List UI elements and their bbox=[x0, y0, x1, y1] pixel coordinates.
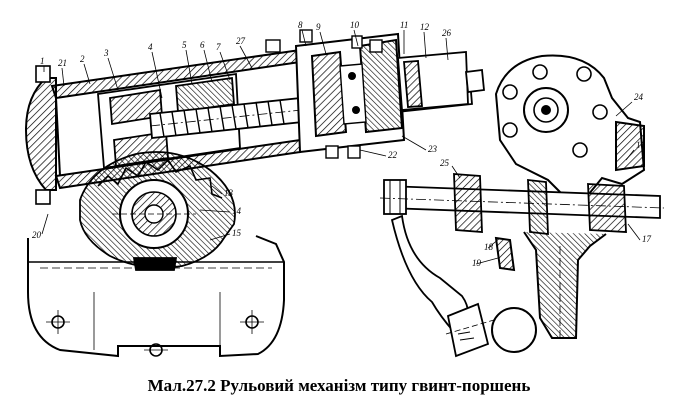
leader-lines bbox=[41, 29, 641, 265]
callout-5: 5 bbox=[182, 40, 187, 50]
callout-10: 10 bbox=[350, 20, 360, 30]
piston-nut bbox=[97, 72, 241, 170]
callout-6: 6 bbox=[200, 40, 205, 50]
callout-19: 19 bbox=[472, 258, 482, 268]
input-shaft bbox=[397, 51, 485, 111]
pitman-arm bbox=[390, 214, 537, 358]
callout-3: 3 bbox=[103, 48, 109, 58]
callout-2: 2 bbox=[80, 54, 85, 64]
callout-11: 11 bbox=[400, 20, 408, 30]
callout-1: 1 bbox=[40, 56, 45, 66]
callout-7: 7 bbox=[216, 42, 221, 52]
main-housing bbox=[27, 235, 285, 358]
end-cap-bolt bbox=[35, 65, 51, 83]
cross-shaft bbox=[379, 173, 665, 236]
callout-20: 20 bbox=[32, 230, 42, 240]
callout-12: 12 bbox=[420, 22, 430, 32]
callout-15: 15 bbox=[232, 228, 242, 238]
callout-17: 17 bbox=[642, 234, 652, 244]
housing-studs bbox=[265, 29, 383, 159]
side-view-mount bbox=[494, 231, 607, 339]
figure-caption: Мал.27.2 Рульовий механізм типу гвинт-по… bbox=[147, 376, 531, 395]
callout-13: 13 bbox=[224, 188, 234, 198]
end-cap-bolt-lower bbox=[35, 189, 51, 205]
sector-gear bbox=[79, 151, 236, 271]
callout-21: 21 bbox=[58, 58, 67, 68]
callout-14: 14 bbox=[232, 206, 242, 216]
callout-24: 24 bbox=[634, 92, 644, 102]
callout-16: 16 bbox=[636, 140, 646, 150]
callout-22: 22 bbox=[388, 150, 398, 160]
callout-8: 8 bbox=[298, 20, 303, 30]
callout-25: 25 bbox=[440, 158, 450, 168]
callout-27: 27 bbox=[236, 36, 246, 46]
callouts: 1 21 2 3 4 5 6 7 27 8 9 10 11 12 26 22 2… bbox=[32, 20, 652, 268]
left-end-cap bbox=[24, 77, 57, 191]
callout-9: 9 bbox=[316, 22, 321, 32]
callout-4: 4 bbox=[148, 42, 153, 52]
callout-26: 26 bbox=[442, 28, 452, 38]
valve-housing bbox=[294, 32, 406, 154]
callout-23: 23 bbox=[428, 144, 438, 154]
side-view-housing bbox=[494, 54, 646, 202]
